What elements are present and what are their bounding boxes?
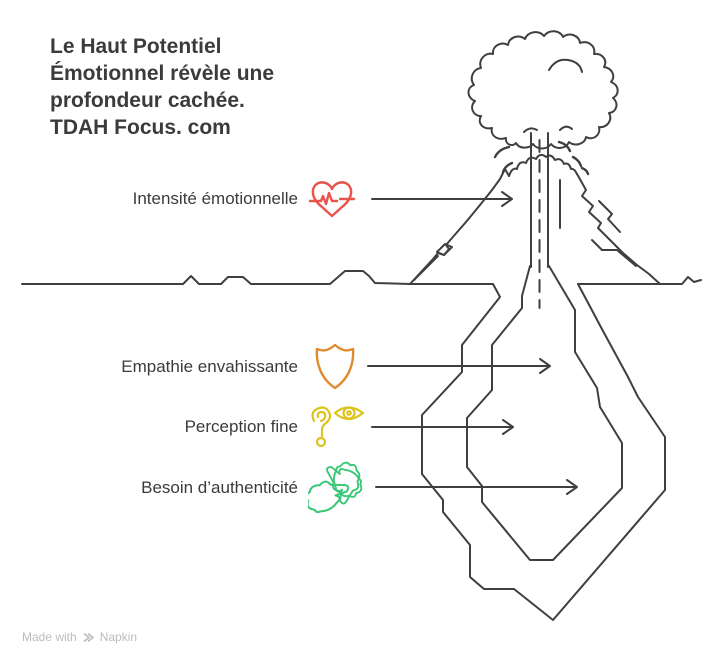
iceberg-outer-outline [421,283,666,621]
arrow-intensite [371,191,513,207]
title-line: TDAH Focus. com [50,116,231,139]
made-with-text: Made with [22,630,77,644]
brand-text: Napkin [99,630,138,644]
water-line [21,270,702,285]
page-title: Le Haut Potentiel Émotionnel révèle une … [50,33,370,141]
eruption-cloud-icon [467,30,619,150]
arrow-empathie [367,358,551,374]
arrow-authenticite [375,479,578,495]
label-perception-fine: Perception fine [184,417,298,436]
shield-icon [312,341,358,391]
arrow-perception [371,419,514,435]
title-line: Le Haut Potentiel [50,35,222,58]
ear-eye-icon [306,399,368,451]
title-line: profondeur cachée. [50,89,245,112]
watermark: Made with Napkin [22,630,137,644]
volcano-mountain [409,153,661,285]
label-empathie-envahissante: Empathie envahissante [121,357,298,376]
label-besoin-authenticite: Besoin d’authenticité [141,478,298,497]
title-line: Émotionnel révèle une [50,62,275,85]
iceberg-inner-outline [466,265,623,561]
hands-together-icon [308,461,370,519]
heartbeat-heart-icon [308,175,356,223]
label-intensite-emotionnelle: Intensité émotionnelle [132,189,298,208]
napkin-logo-icon [82,631,95,644]
